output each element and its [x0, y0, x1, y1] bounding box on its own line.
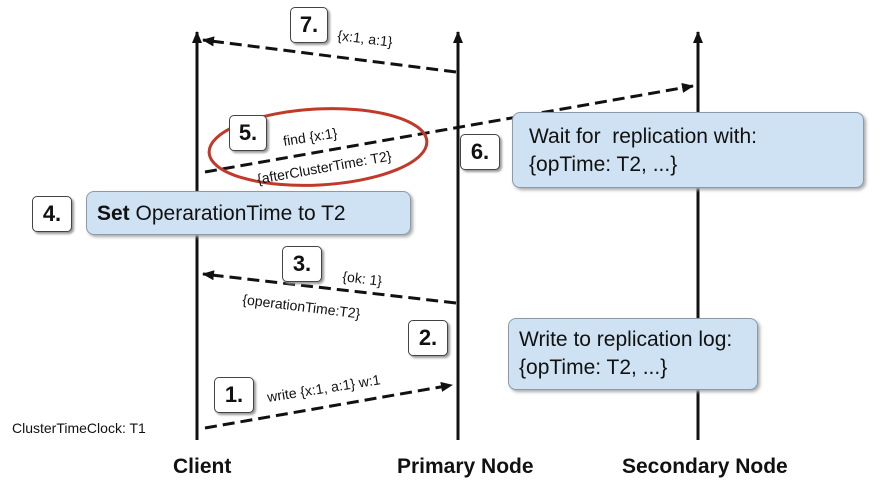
find-arrow: [204, 82, 694, 174]
step-7-badge: 7.: [290, 7, 328, 43]
result-message-label: {x:1, a:1}: [337, 27, 394, 50]
write-replication-log-note: Write to replication log: {opTime: T2, .…: [508, 318, 758, 390]
ok-response-arrow: [202, 270, 457, 305]
write-log-line-2: {opTime: T2, ...}: [519, 356, 668, 379]
operation-time-label: {operationTime:T2}: [242, 291, 362, 321]
client-lane-label: Client: [173, 455, 232, 478]
set-note-text: OperarationTime to T2: [129, 202, 346, 225]
step-4-badge: 4.: [32, 196, 72, 232]
step-5-badge: 5.: [229, 115, 267, 151]
write-log-line-1: Write to replication log:: [519, 328, 733, 351]
step-3-badge: 3.: [282, 246, 322, 282]
primary-lane-label: Primary Node: [397, 455, 534, 478]
wait-note-line-1: Wait for replication with:: [529, 125, 757, 148]
find-message-label: find {x:1}: [282, 125, 339, 149]
after-cluster-time-label: {afterClusterTime: T2}: [256, 147, 393, 186]
highlight-ring: [207, 107, 429, 187]
secondary-lane-label: Secondary Node: [622, 455, 788, 478]
write-arrow: [204, 381, 453, 430]
step-1-badge: 1.: [214, 377, 254, 413]
set-operation-time-note: Set OperarationTime to T2: [86, 191, 411, 235]
result-arrow: [202, 36, 457, 74]
write-message-label: write {x:1, a:1} w:1: [265, 371, 382, 405]
wait-note-line-2: {opTime: T2, ...}: [529, 153, 678, 176]
ok-message-label: {ok: 1}: [342, 268, 384, 289]
set-keyword: Set: [97, 202, 130, 225]
wait-for-replication-note: Wait for replication with: {opTime: T2, …: [512, 112, 864, 188]
step-2-badge: 2.: [408, 320, 448, 356]
cluster-time-clock-label: ClusterTimeClock: T1: [12, 420, 146, 436]
step-6-badge: 6.: [460, 134, 500, 170]
